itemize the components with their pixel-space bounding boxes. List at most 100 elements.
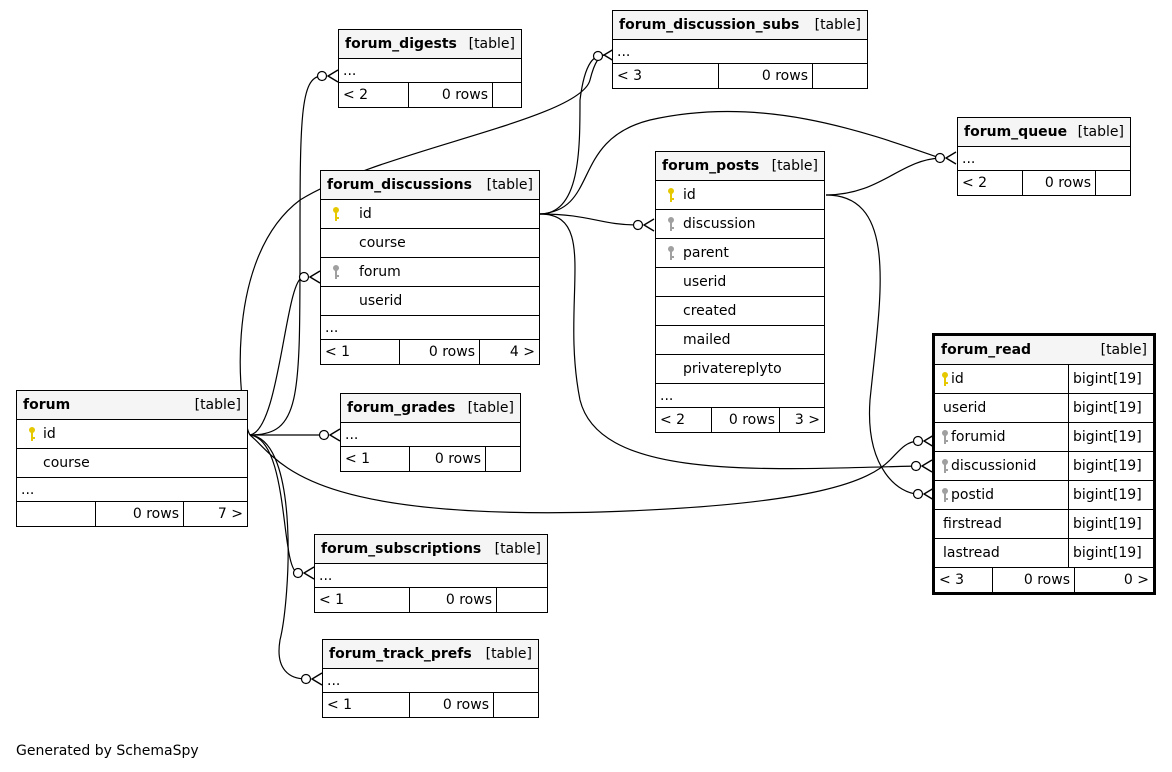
column-row[interactable]: id — [321, 200, 539, 229]
column-name: mailed — [683, 332, 731, 348]
column-type: bigint[19] — [1073, 487, 1142, 503]
prev-link[interactable]: < 2 — [656, 408, 712, 432]
table-forum-subscriptions[interactable]: forum_subscriptions [table] ... < 1 0 ro… — [314, 534, 548, 613]
column-row[interactable]: parent — [656, 239, 824, 268]
more-columns: ... — [613, 40, 867, 64]
column-row[interactable]: id — [656, 181, 824, 210]
row-count: 0 rows — [410, 588, 497, 612]
column-row[interactable]: forumid bigint[19] — [935, 423, 1153, 452]
prev-link[interactable]: < 1 — [321, 340, 400, 364]
column-type: bigint[19] — [1073, 458, 1142, 474]
table-header: forum_subscriptions [table] — [315, 535, 547, 564]
generated-by-credit: Generated by SchemaSpy — [16, 743, 199, 759]
table-name: forum_discussions — [327, 177, 472, 193]
column-type: bigint[19] — [1073, 371, 1142, 387]
table-name: forum_discussion_subs — [619, 17, 800, 33]
column-row[interactable]: discussionid bigint[19] — [935, 452, 1153, 481]
prev-link[interactable] — [17, 502, 96, 526]
link-discussions-posts — [539, 213, 639, 226]
table-kind: [table] — [467, 400, 514, 416]
table-forum-queue[interactable]: forum_queue [table] ... < 2 0 rows — [957, 117, 1131, 196]
link-discussions-subs — [539, 54, 605, 215]
next-link[interactable]: 4 > — [509, 344, 535, 360]
column-row[interactable]: lastread bigint[19] — [935, 539, 1153, 568]
next-link[interactable] — [497, 588, 547, 612]
table-header: forum_grades [table] — [341, 394, 520, 423]
column-name: postid — [951, 487, 995, 503]
column-row[interactable]: postid bigint[19] — [935, 481, 1153, 510]
next-link[interactable] — [813, 64, 867, 88]
column-row[interactable]: privatereplyto — [656, 355, 824, 384]
column-row[interactable]: firstread bigint[19] — [935, 510, 1153, 539]
table-forum[interactable]: forum [table] id course ... 0 rows 7 > — [16, 390, 248, 527]
column-name: userid — [683, 274, 727, 290]
prev-link[interactable]: < 1 — [315, 588, 410, 612]
prev-link[interactable]: < 1 — [323, 693, 410, 717]
table-footer: < 2 0 rows — [958, 171, 1130, 195]
link-forum-track-prefs — [249, 434, 307, 680]
column-row[interactable]: id bigint[19] — [935, 365, 1153, 394]
column-row[interactable]: id — [17, 420, 247, 449]
prev-link[interactable]: < 1 — [341, 447, 410, 471]
table-forum-posts[interactable]: forum_posts [table] id discussion parent… — [655, 151, 825, 433]
next-link[interactable] — [486, 447, 520, 471]
column-row[interactable]: userid bigint[19] — [935, 394, 1153, 423]
table-name: forum_read — [941, 342, 1032, 358]
column-name: forum — [359, 264, 401, 280]
column-row[interactable]: created — [656, 297, 824, 326]
column-name: discussionid — [951, 458, 1037, 474]
column-row[interactable]: course — [17, 449, 247, 478]
prev-link[interactable]: < 3 — [613, 64, 719, 88]
link-forum-subscriptions — [249, 434, 299, 574]
next-link[interactable] — [1096, 171, 1130, 195]
table-footer: < 1 0 rows — [315, 588, 547, 612]
table-forum-track-prefs[interactable]: forum_track_prefs [table] ... < 1 0 rows — [322, 639, 539, 718]
table-kind: [table] — [468, 36, 515, 52]
column-name: id — [43, 426, 56, 442]
table-forum-grades[interactable]: forum_grades [table] ... < 1 0 rows — [340, 393, 521, 472]
row-count: 0 rows — [410, 447, 486, 471]
column-row[interactable]: mailed — [656, 326, 824, 355]
table-footer: < 2 0 rows 3 > — [656, 408, 824, 432]
column-row[interactable]: userid — [656, 268, 824, 297]
next-link[interactable] — [493, 83, 521, 107]
table-footer: < 1 0 rows 4 > — [321, 340, 539, 364]
primary-key-icon — [23, 426, 41, 442]
column-name: parent — [683, 245, 729, 261]
column-row[interactable]: course — [321, 229, 539, 258]
row-count: 0 rows — [96, 502, 184, 526]
table-forum-read[interactable]: forum_read [table] id bigint[19] userid … — [932, 333, 1156, 595]
table-header: forum_read [table] — [935, 336, 1153, 365]
table-name: forum_track_prefs — [329, 646, 472, 662]
table-kind: [table] — [494, 541, 541, 557]
column-type: bigint[19] — [1073, 429, 1142, 445]
column-name: userid — [943, 400, 987, 416]
column-name: userid — [359, 293, 403, 309]
table-forum-discussion-subs[interactable]: forum_discussion_subs [table] ... < 3 0 … — [612, 10, 868, 89]
next-link[interactable]: 7 > — [217, 506, 243, 522]
column-name: course — [43, 455, 90, 471]
column-row[interactable]: forum — [321, 258, 539, 287]
prev-link[interactable]: < 3 — [935, 568, 993, 592]
table-kind: [table] — [485, 646, 532, 662]
table-forum-discussions[interactable]: forum_discussions [table] id course foru… — [320, 170, 540, 365]
foreign-key-icon — [941, 458, 949, 474]
link-forum-discussions — [249, 276, 304, 436]
table-footer: < 2 0 rows — [339, 83, 521, 107]
column-row[interactable]: discussion — [656, 210, 824, 239]
more-columns: ... — [656, 384, 824, 408]
table-name: forum_grades — [347, 400, 456, 416]
prev-link[interactable]: < 2 — [339, 83, 409, 107]
column-row[interactable]: userid — [321, 287, 539, 316]
table-forum-digests[interactable]: forum_digests [table] ... < 2 0 rows — [338, 29, 522, 108]
next-link[interactable] — [494, 693, 538, 717]
next-link[interactable]: 3 > — [794, 412, 820, 428]
column-name: id — [951, 371, 964, 387]
table-kind: [table] — [771, 158, 818, 174]
column-name: privatereplyto — [683, 361, 782, 377]
table-header: forum_posts [table] — [656, 152, 824, 181]
prev-link[interactable]: < 2 — [958, 171, 1023, 195]
next-link[interactable]: 0 > — [1123, 572, 1149, 588]
column-name: id — [683, 187, 696, 203]
table-name: forum_subscriptions — [321, 541, 482, 557]
